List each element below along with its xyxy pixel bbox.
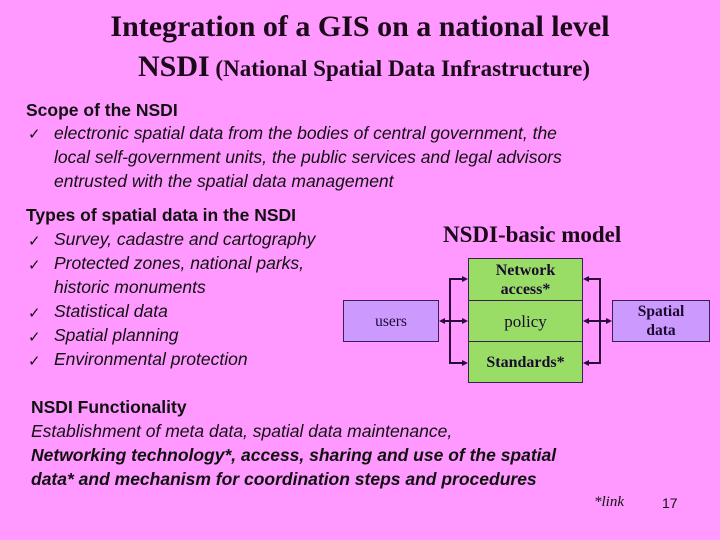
standards-label: Standards* xyxy=(486,353,565,371)
functionality-line-1: Establishment of meta data, spatial data… xyxy=(31,421,453,441)
arrow-right-icon xyxy=(606,317,612,324)
policy-box: policy xyxy=(468,300,583,342)
type-item-survey: Survey, cadastre and cartography xyxy=(54,229,316,249)
slide-title-line1: Integration of a GIS on a national level xyxy=(110,10,610,43)
diagram-title: NSDI-basic model xyxy=(443,222,622,247)
check-icon: ✓ xyxy=(28,304,41,322)
network-label-1: Network xyxy=(495,261,556,279)
scope-line-1: electronic spatial data from the bodies … xyxy=(54,123,557,143)
spatial-data-label-1: Spatial xyxy=(637,303,685,320)
scope-line-2: local self-government units, the public … xyxy=(54,147,562,167)
title-acronym: NSDI xyxy=(137,50,210,83)
footnote-link: *link xyxy=(594,494,624,510)
arrow-left-icon xyxy=(583,317,589,324)
network-access-box: Network access* xyxy=(468,258,583,301)
left-connector-middle xyxy=(445,320,462,322)
users-label: users xyxy=(375,312,407,330)
functionality-line-3: data* and mechanism for coordination ste… xyxy=(31,469,537,489)
functionality-heading: NSDI Functionality xyxy=(31,397,187,417)
standards-box: Standards* xyxy=(468,341,583,383)
scope-line-3: entrusted with the spatial data manageme… xyxy=(54,171,394,191)
arrow-left-icon xyxy=(583,359,589,366)
check-icon: ✓ xyxy=(28,232,41,250)
page-number: 17 xyxy=(662,495,678,511)
arrow-right-icon xyxy=(462,317,468,324)
check-icon: ✓ xyxy=(28,328,41,346)
type-item-protected-cont: historic monuments xyxy=(54,277,206,297)
right-connector-bottom xyxy=(589,362,601,364)
functionality-line-2: Networking technology*, access, sharing … xyxy=(31,445,557,465)
check-icon: ✓ xyxy=(28,352,41,370)
left-connector-bottom xyxy=(449,362,462,364)
type-item-protected: Protected zones, national parks, xyxy=(54,253,305,273)
network-label-2: access* xyxy=(500,280,551,298)
check-icon: ✓ xyxy=(28,125,41,143)
type-item-environment: Environmental protection xyxy=(54,349,248,369)
policy-label: policy xyxy=(504,311,547,331)
slide-title-line2: NSDI (National Spatial Data Infrastructu… xyxy=(0,50,720,84)
check-icon: ✓ xyxy=(28,256,41,274)
arrow-right-icon xyxy=(462,275,468,282)
right-connector-middle xyxy=(589,320,606,322)
spatial-data-box: Spatial data xyxy=(612,300,710,342)
left-connector-top xyxy=(449,278,462,280)
types-heading: Types of spatial data in the NSDI xyxy=(26,205,297,225)
spatial-data-label-2: data xyxy=(646,322,676,339)
users-box: users xyxy=(343,300,439,342)
title-expansion: (National Spatial Data Infrastructure) xyxy=(209,56,591,81)
type-item-planning: Spatial planning xyxy=(54,325,179,345)
arrow-left-icon xyxy=(583,275,589,282)
arrow-left-icon xyxy=(439,317,445,324)
type-item-statistical: Statistical data xyxy=(54,301,168,321)
right-connector-top xyxy=(589,278,601,280)
scope-heading: Scope of the NSDI xyxy=(26,100,178,120)
arrow-right-icon xyxy=(462,359,468,366)
